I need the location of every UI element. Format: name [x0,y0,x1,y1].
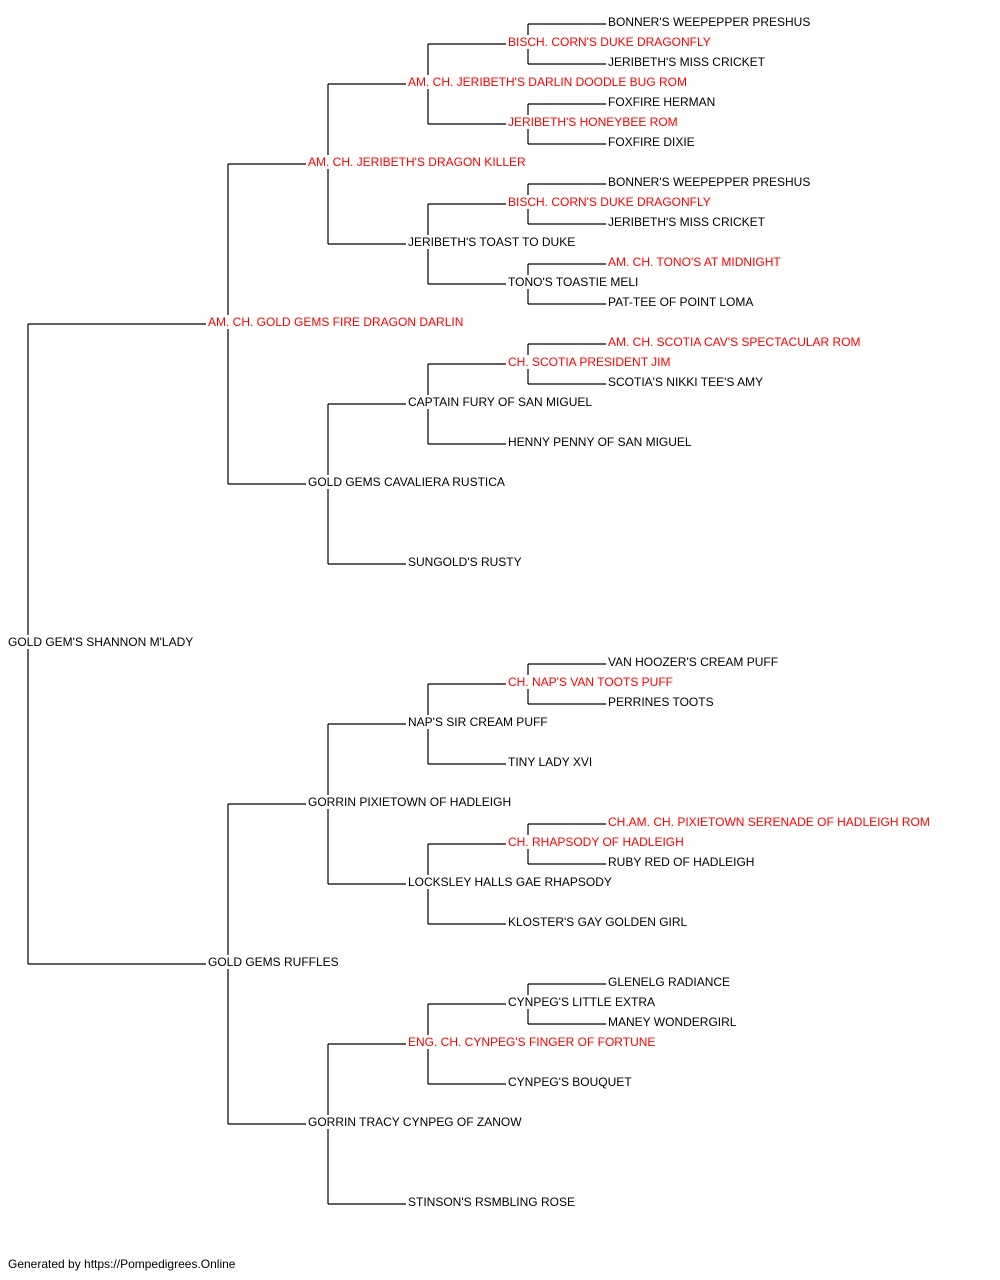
ancestor-name-gen5: RUBY RED OF HADLEIGH [608,855,757,869]
generator-credit: Generated by https://Pompedigrees.Online [8,1257,236,1271]
ancestor-name-gen3: JERIBETH'S TOAST TO DUKE [408,235,578,249]
ancestor-name-gen5: CH.AM. CH. PIXIETOWN SERENADE OF HADLEIG… [608,815,932,829]
ancestor-name-gen3: STINSON'S RSMBLING ROSE [408,1195,577,1209]
ancestor-name-gen5: FOXFIRE DIXIE [608,135,697,149]
ancestor-name-gen3: CAPTAIN FURY OF SAN MIGUEL [408,395,595,409]
ancestor-name-gen5: BONNER'S WEEPEPPER PRESHUS [608,15,813,29]
ancestor-name-gen5: JERIBETH'S MISS CRICKET [608,215,767,229]
ancestor-name-gen4: KLOSTER'S GAY GOLDEN GIRL [508,915,690,929]
ancestor-name-gen5: PAT-TEE OF POINT LOMA [608,295,756,309]
ancestor-name-gen4: CH. RHAPSODY OF HADLEIGH [508,835,686,849]
ancestor-name-gen5: GLENELG RADIANCE [608,975,733,989]
ancestor-name-gen5: PERRINES TOOTS [608,695,716,709]
ancestor-name-gen2: GORRIN TRACY CYNPEG OF ZANOW [308,1115,524,1129]
ancestor-name-gen4: CYNPEG'S BOUQUET [508,1075,634,1089]
ancestor-name-gen2: GOLD GEMS CAVALIERA RUSTICA [308,475,507,489]
ancestor-name-gen3: LOCKSLEY HALLS GAE RHAPSODY [408,875,614,889]
ancestor-name-gen3: AM. CH. JERIBETH'S DARLIN DOODLE BUG ROM [408,75,689,89]
ancestor-name-gen1: AM. CH. GOLD GEMS FIRE DRAGON DARLIN [208,315,466,329]
ancestor-name-gen5: JERIBETH'S MISS CRICKET [608,55,767,69]
ancestor-name-gen5: SCOTIA'S NIKKI TEE'S AMY [608,375,766,389]
ancestor-name-gen4: CH. NAP'S VAN TOOTS PUFF [508,675,675,689]
ancestor-name-gen5: FOXFIRE HERMAN [608,95,718,109]
ancestor-name-gen5: VAN HOOZER'S CREAM PUFF [608,655,781,669]
ancestor-name-gen2: GORRIN PIXIETOWN OF HADLEIGH [308,795,514,809]
ancestor-name-gen2: AM. CH. JERIBETH'S DRAGON KILLER [308,155,528,169]
ancestor-name-gen3: NAP'S SIR CREAM PUFF [408,715,550,729]
ancestor-name-gen4: CYNPEG'S LITTLE EXTRA [508,995,657,1009]
ancestor-name-gen1: GOLD GEMS RUFFLES [208,955,341,969]
ancestor-name-gen5: MANEY WONDERGIRL [608,1015,739,1029]
ancestor-name-gen0: GOLD GEM'S SHANNON M'LADY [8,635,196,649]
ancestor-name-gen4: BISCH. CORN'S DUKE DRAGONFLY [508,35,713,49]
ancestor-name-gen3: SUNGOLD'S RUSTY [408,555,524,569]
ancestor-name-gen4: TONO'S TOASTIE MELI [508,275,641,289]
ancestor-name-gen4: HENNY PENNY OF SAN MIGUEL [508,435,694,449]
ancestor-name-gen3: ENG. CH. CYNPEG'S FINGER OF FORTUNE [408,1035,658,1049]
ancestor-name-gen5: AM. CH. SCOTIA CAV'S SPECTACULAR ROM [608,335,863,349]
ancestor-name-gen5: AM. CH. TONO'S AT MIDNIGHT [608,255,783,269]
ancestor-name-gen4: BISCH. CORN'S DUKE DRAGONFLY [508,195,713,209]
ancestor-name-gen4: TINY LADY XVI [508,755,595,769]
ancestor-name-gen5: BONNER'S WEEPEPPER PRESHUS [608,175,813,189]
ancestor-name-gen4: JERIBETH'S HONEYBEE ROM [508,115,680,129]
ancestor-name-gen4: CH. SCOTIA PRESIDENT JIM [508,355,673,369]
